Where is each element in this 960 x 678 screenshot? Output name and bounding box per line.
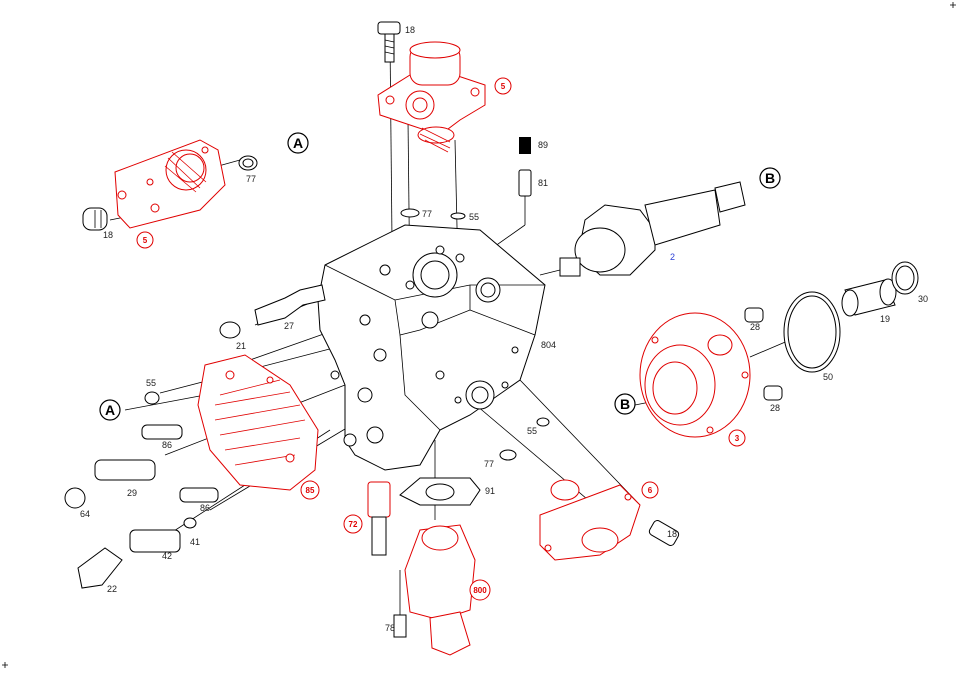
gear-cover-85 [197,354,319,491]
plug-89-81 [518,137,532,197]
part-label-55-top[interactable]: 55 [469,212,479,222]
part-label-50[interactable]: 50 [823,372,833,382]
svg-text:B: B [765,170,775,186]
registration-marks [2,2,956,668]
gasket-91 [399,477,481,506]
part-label-29[interactable]: 29 [127,488,137,498]
top-screw-18 [377,21,401,63]
part-label-22[interactable]: 22 [107,584,117,594]
part-label-64[interactable]: 64 [80,509,90,519]
part-label-85[interactable]: 85 [300,480,320,500]
part-label-800[interactable]: 800 [469,579,491,601]
bushing-30 [891,261,919,295]
part-label-804[interactable]: 804 [541,340,556,350]
part-label-86-upper[interactable]: 86 [162,440,172,450]
callout-a-lower[interactable]: A [99,399,121,421]
top-valve-assembly-5 [377,41,486,153]
part-label-91[interactable]: 91 [485,486,495,496]
part-label-3[interactable]: 3 [728,429,746,447]
part-label-86-lower[interactable]: 86 [200,503,210,513]
part-label-28-upper[interactable]: 28 [750,322,760,332]
part-label-2[interactable]: 2 [670,252,675,262]
svg-text:A: A [293,135,303,151]
callout-b-upper[interactable]: B [759,167,781,189]
part-label-77-top[interactable]: 77 [422,209,432,219]
left-valve-assembly-5 [82,139,258,231]
svg-text:A: A [105,402,115,418]
part-label-28-lower[interactable]: 28 [770,403,780,413]
svg-text:5: 5 [501,82,506,91]
svg-text:800: 800 [473,586,487,595]
svg-text:3: 3 [735,434,740,443]
seal-ring-50 [783,291,841,373]
svg-text:85: 85 [306,486,315,495]
callout-a-upper[interactable]: A [287,132,309,154]
part-label-27[interactable]: 27 [284,321,294,331]
part-label-55-lower[interactable]: 55 [527,426,537,436]
part-label-77-left[interactable]: 77 [246,174,256,184]
drive-shaft-2 [559,181,746,277]
part-labels: 18 5 77 55 89 81 2 28 28 3 50 19 30 18 5… [80,25,928,633]
part-label-21[interactable]: 21 [236,341,246,351]
part-label-30[interactable]: 30 [918,294,928,304]
part-label-41[interactable]: 41 [190,537,200,547]
part-label-81[interactable]: 81 [538,178,548,188]
part-label-5-left[interactable]: 5 [136,231,154,249]
part-label-77-lower[interactable]: 77 [484,459,494,469]
part-label-19[interactable]: 19 [880,314,890,324]
part-label-55-left[interactable]: 55 [146,378,156,388]
screw-78 [393,614,407,638]
svg-text:6: 6 [648,486,653,495]
part-label-72[interactable]: 72 [343,514,363,534]
pump-housing [317,224,546,471]
part-label-42[interactable]: 42 [162,551,172,561]
part-label-6[interactable]: 6 [641,481,659,499]
drive-flange-3 [639,312,751,438]
left-fittings [64,284,326,589]
part-label-18-right[interactable]: 18 [667,529,677,539]
svg-text:5: 5 [143,236,148,245]
part-label-18-top[interactable]: 18 [405,25,415,35]
valve-assembly-6 [499,417,680,561]
callout-b-lower[interactable]: B [614,393,636,415]
top-seal-rings [400,208,466,220]
part-label-5-top[interactable]: 5 [494,77,512,95]
bushing-19 [841,278,897,317]
svg-text:72: 72 [349,520,358,529]
metering-unit-800 [404,524,476,656]
part-label-18-left[interactable]: 18 [103,230,113,240]
part-label-78[interactable]: 78 [385,623,395,633]
screws-28 [744,307,783,401]
valve-72 [367,481,391,556]
part-label-89[interactable]: 89 [538,140,548,150]
svg-text:B: B [620,396,630,412]
